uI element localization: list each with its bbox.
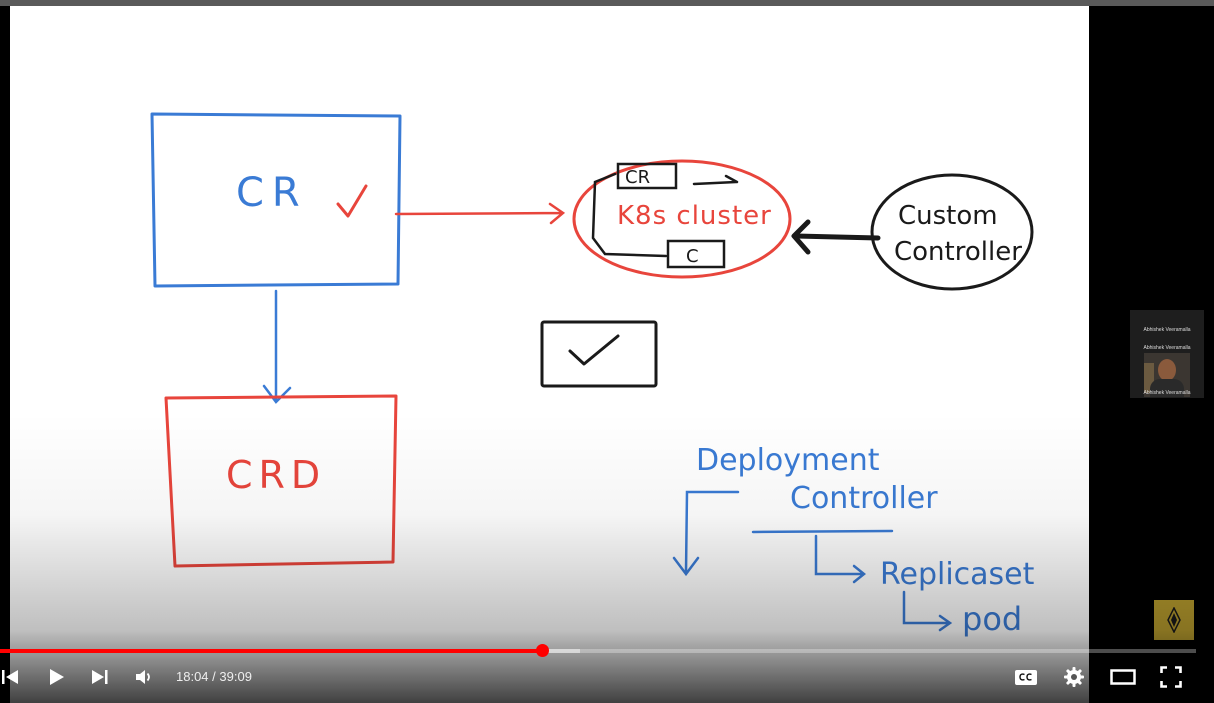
previous-button[interactable] [0,657,24,697]
deployment-divider [751,529,894,534]
participant-name-top: Abhishek Veeramalla [1143,327,1191,333]
cluster-c-label: C [686,246,699,267]
check-box-checkmark-icon [568,334,620,366]
cr-checkmark-icon [336,184,368,218]
time-total: 39:09 [219,669,252,684]
participant-name-bottom: Abhishek Veeramalla [1143,390,1191,396]
theater-mode-icon [1110,669,1136,685]
theater-mode-button[interactable] [1104,657,1142,697]
volume-button[interactable] [126,657,162,697]
skip-previous-icon [2,670,18,684]
captions-button[interactable] [1008,657,1044,697]
custom-controller-line2: Controller [894,237,1022,267]
fullscreen-button[interactable] [1152,657,1190,697]
gear-icon [1064,667,1084,687]
crd-label: CRD [226,453,326,497]
progress-bar[interactable] [0,644,1196,657]
cr-box [150,112,402,288]
custom-controller-ellipse [870,173,1034,291]
skip-next-icon [92,670,108,684]
top-edge-bar [0,0,1214,6]
cr-label: CR [236,170,308,216]
cluster-cr-arrow [692,174,739,186]
cluster-controller-arrow [791,219,881,255]
deployment-down-arrow [672,490,740,577]
replicaset-arrow [814,534,867,584]
play-button[interactable] [38,657,74,697]
participant-video [1144,353,1190,397]
replicaset-label: Replicaset [880,557,1035,592]
check-box [540,320,658,388]
cr-to-crd-arrow [262,289,292,404]
cluster-ellipse [572,159,792,279]
deployment-line2: Controller [790,481,938,516]
play-icon [50,669,64,685]
time-separator: / [208,669,220,684]
cr-to-cluster-arrow [394,202,566,225]
time-display: 18:04 / 39:09 [176,657,252,697]
whiteboard-frame: CR CRD CR C K8s cluster Custom Cont [10,6,1089,703]
progress-scrubber[interactable] [536,644,550,657]
next-button[interactable] [82,657,118,697]
custom-controller-line1: Custom [898,201,998,231]
fullscreen-icon [1160,666,1182,688]
cluster-c-box [666,239,726,269]
participant-name-mid: Abhishek Veeramalla [1143,345,1191,351]
volume-icon [136,670,150,684]
participant-tile: Abhishek Veeramalla Abhishek Veeramalla … [1130,310,1204,398]
cluster-inner-loop [591,172,668,258]
player-controls: 18:04 / 39:09 [0,657,1214,697]
channel-watermark-icon[interactable] [1154,600,1194,640]
whiteboard-drawing: CR CRD CR C K8s cluster Custom Cont [150,112,1035,638]
pod-label: pod [962,600,1022,638]
left-letterbox [0,6,10,703]
deployment-line1: Deployment [696,443,880,478]
settings-button[interactable] [1056,657,1092,697]
progress-played [0,649,543,653]
pod-arrow [902,590,953,632]
cluster-cr-box [616,162,678,190]
time-current: 18:04 [176,669,209,684]
cluster-label: K8s cluster [617,201,772,231]
cluster-cr-label: CR [625,167,650,188]
closed-captions-icon [1015,669,1037,685]
